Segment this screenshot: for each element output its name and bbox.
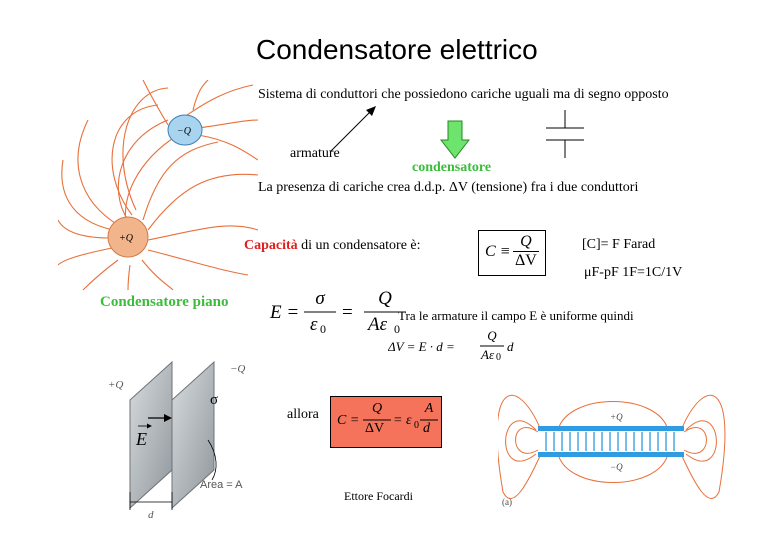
plate-sigma: σ — [210, 392, 218, 408]
parallel-plates-figure: +Q −Q σ E Area = A d — [108, 360, 245, 520]
capacity-line: Capacità di un condensatore è: — [244, 238, 421, 254]
formula-fraction: Q ΔV — [513, 233, 539, 270]
final-formula-box: C = Q ΔV = ε 0 A d — [330, 396, 442, 448]
dv-tail: d — [507, 339, 514, 354]
capfield-plus-q: +Q — [610, 412, 623, 422]
condensatore-label: condensatore — [412, 160, 492, 175]
plus-q-label: +Q — [119, 233, 134, 244]
units-line1: [C]= F Farad — [582, 237, 656, 252]
plane-eq: = — [342, 302, 353, 323]
dv-den-sub: 0 — [496, 352, 501, 360]
formula-den: ΔV — [515, 252, 537, 269]
final-eps-sub: 0 — [414, 420, 419, 431]
dv-lhs: ΔV = E · d = — [388, 339, 455, 354]
capfield-minus-q: −Q — [610, 462, 623, 472]
allora-text: allora — [287, 407, 319, 422]
final-lhs: C = — [337, 413, 360, 428]
down-arrow-icon — [440, 120, 470, 159]
capacity-formula-box: C ≡ Q ΔV — [478, 230, 546, 276]
final-eq: = ε — [393, 413, 412, 428]
final-den1: ΔV — [365, 421, 385, 436]
plane-Aeps-sub: 0 — [394, 322, 400, 336]
capacity-rest: di un condensatore è: — [297, 238, 421, 253]
plane-sigma: σ — [315, 288, 325, 309]
formula-lhs: C ≡ — [485, 243, 511, 260]
uniform-text: Tra le armature il campo E è uniforme qu… — [398, 308, 634, 323]
capacitor-field-figure: +Q −Q (a) — [498, 394, 726, 507]
dv-den: Aε — [481, 347, 495, 360]
units-line2: μF-pF 1F=1C/1V — [584, 265, 683, 280]
plate-plus-q: +Q — [108, 379, 123, 391]
plate-E: E — [135, 429, 147, 449]
final-num1: Q — [371, 401, 383, 416]
field-lines-figure: −Q +Q — [58, 80, 258, 290]
area-label: Area = A — [200, 479, 243, 491]
dv-num: Q — [487, 328, 497, 343]
plane-lhs: E = — [270, 302, 300, 323]
formula-num: Q — [513, 233, 539, 252]
final-den2: d — [423, 421, 430, 436]
plane-eps: ε — [310, 314, 318, 335]
minus-q-label: −Q — [177, 126, 192, 137]
plate-minus-q: −Q — [230, 363, 245, 375]
capacity-highlight: Capacità — [244, 238, 298, 253]
capacitor-symbol-icon — [546, 110, 584, 158]
author: Ettore Focardi — [344, 489, 413, 503]
presence-text: La presenza di cariche crea d.d.p. ΔV (t… — [258, 180, 639, 195]
armature-arrow — [329, 106, 376, 153]
plane-Aeps: Aε — [368, 314, 388, 335]
armature-label: armature — [290, 146, 340, 161]
plane-Q: Q — [378, 288, 392, 309]
final-num2: A — [424, 401, 434, 416]
page-title: Condensatore elettrico — [256, 34, 538, 65]
capfield-caption: (a) — [502, 497, 512, 507]
plane-eps-sub: 0 — [320, 322, 326, 336]
d-label: d — [148, 509, 154, 520]
dv-formula: ΔV = E · d = Q Aε 0 d — [388, 328, 538, 360]
subtitle: Sistema di conduttori che possiedono car… — [258, 87, 669, 102]
plane-label: Condensatore piano — [100, 294, 229, 310]
